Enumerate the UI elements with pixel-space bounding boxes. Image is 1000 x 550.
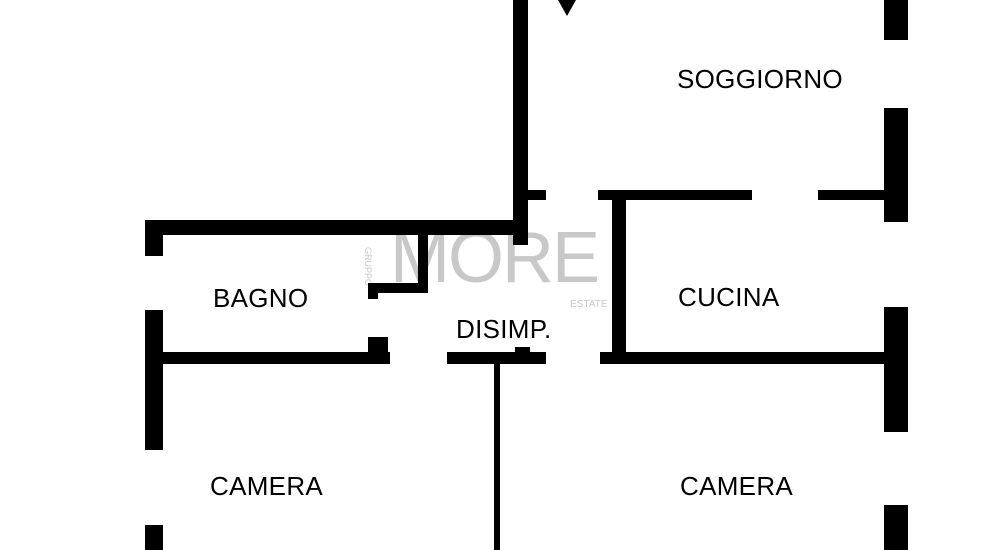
wall: [612, 200, 626, 355]
room-label-bagno: BAGNO: [213, 283, 309, 313]
wall: [884, 0, 908, 40]
wall: [368, 283, 378, 299]
door-swing-mark: [558, 0, 576, 16]
wall: [163, 352, 390, 364]
wall: [145, 310, 163, 450]
wall: [368, 337, 388, 355]
wall: [884, 505, 908, 550]
wall: [447, 352, 546, 364]
wall: [418, 235, 428, 293]
wall: [818, 190, 884, 200]
wall: [598, 190, 752, 200]
room-label-soggiorno: SOGGIORNO: [677, 64, 843, 94]
room-label-camera-left: CAMERA: [210, 471, 324, 501]
wall: [600, 352, 884, 364]
wall: [145, 525, 163, 550]
wall: [513, 0, 528, 245]
watermark-sub: ESTATE: [570, 299, 608, 310]
wall: [884, 108, 908, 222]
wall: [884, 307, 908, 432]
room-label-cucina: CUCINA: [678, 282, 780, 312]
wall: [528, 190, 546, 200]
wall: [145, 220, 163, 256]
wall: [368, 283, 428, 293]
wall: [145, 220, 520, 235]
room-label-disimpegno: DISIMP.: [456, 314, 552, 344]
wall: [515, 347, 530, 355]
wall: [494, 364, 500, 550]
room-label-camera-right: CAMERA: [680, 471, 794, 501]
